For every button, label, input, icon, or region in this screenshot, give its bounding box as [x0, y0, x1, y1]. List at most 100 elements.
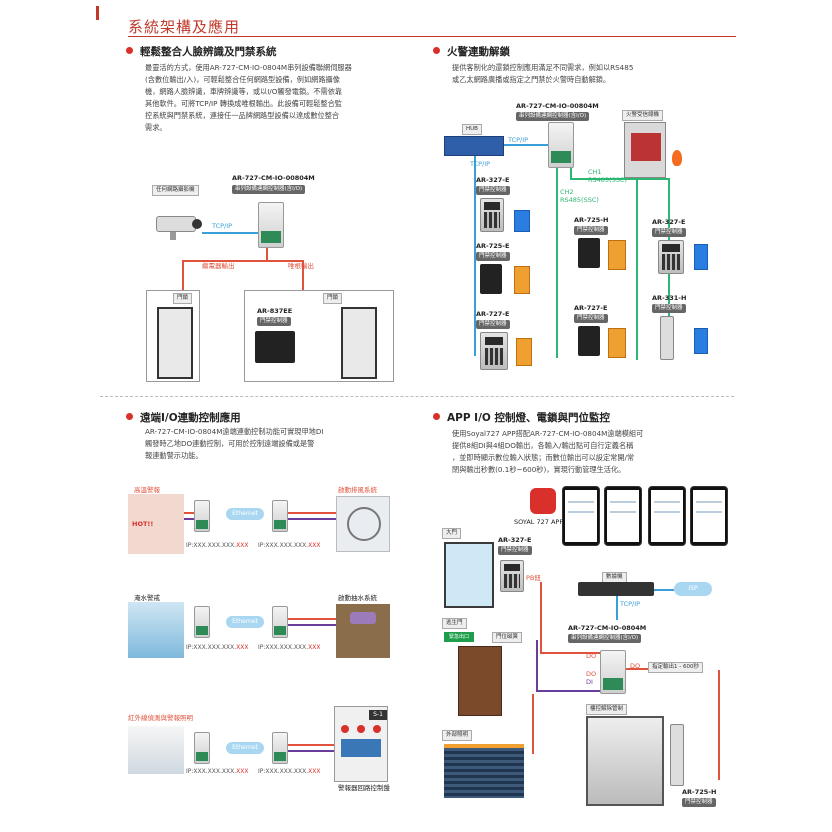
door-icon — [516, 338, 532, 366]
hot-badge: HOT!! — [132, 520, 154, 528]
card-reader-icon — [578, 326, 600, 356]
fire-alarm-panel-icon — [624, 122, 666, 178]
infrared-scene-icon — [128, 726, 184, 774]
lock-label: 門鎖 — [173, 293, 193, 304]
device-subtitle: 串列設備連網控制器(含I/O) — [568, 634, 642, 643]
app-label: SOYAL 727 APP — [514, 518, 564, 526]
wiegand-output-label: 唯根輸出 — [288, 262, 314, 270]
io-controller-device — [600, 650, 626, 694]
trigger-label: 高溫警報 — [134, 486, 160, 494]
do-label: DO — [586, 652, 597, 660]
ip-camera-icon — [156, 210, 204, 240]
para-line: 控系統與門禁系統，連接任一品牌網路型設備以達成數位整合 — [145, 111, 340, 120]
section-1-heading: 輕鬆整合人臉辨識及門禁系統 — [126, 44, 277, 59]
main-door-label: 大門 — [442, 528, 462, 539]
ethernet-cloud: Ethernet — [226, 508, 264, 520]
unit-subtitle: 門禁控制器 — [498, 546, 532, 555]
unit-subtitle: 門禁控制器 — [476, 252, 510, 261]
unit-subtitle: 門禁控制器 — [574, 314, 608, 323]
ethernet-cloud: Ethernet — [226, 616, 264, 628]
rs485-ch2-line — [556, 168, 558, 358]
para-line: 閉與輸出秒數(0.1秒~600秒)，實現行動管理生活化。 — [452, 465, 626, 474]
io-controller-device — [548, 122, 574, 168]
header-accent-bar — [96, 6, 99, 20]
door-frame-1: 門鎖 — [146, 290, 200, 382]
heat-scene-icon: HOT!! — [128, 494, 184, 554]
section-2-paragraph: 提供客制化的還鎖控制應用滿足不同需求，例如以RS485 或乙太網路廣播或指定之門… — [452, 62, 633, 86]
unit-subtitle: 門禁控制器 — [682, 798, 716, 807]
bullet-icon — [433, 47, 440, 54]
ac-fan-icon — [336, 496, 390, 552]
page-header: 系統架構及應用 — [96, 0, 736, 38]
outdoor-light-label: 外部照明 — [442, 730, 473, 741]
do-label: DO — [586, 670, 597, 678]
trigger-label: 紅外線偵測與警報照明 — [128, 714, 193, 722]
escape-door-label: 逃生門 — [442, 618, 467, 629]
io-module-icon — [194, 500, 210, 532]
fire-icon — [672, 150, 682, 166]
ch1-protocol: RS485(SSC) — [588, 176, 627, 184]
section-3-paragraph: AR-727-CM-IO-0804M遠端連動控制功能可實現甲地DI 觸發時乙地D… — [145, 426, 324, 462]
para-line: 或乙太網路廣播或指定之門禁於火警時自動解鎖。 — [452, 75, 611, 84]
tcpip-label: TCP/IP — [212, 222, 233, 230]
fire-panel-label: 火警受信總機 — [622, 110, 664, 121]
rs485-col2 — [636, 180, 638, 360]
elevator-wire — [718, 670, 720, 780]
action-label: 啟動抽水系統 — [338, 594, 377, 602]
header-rule — [128, 36, 736, 37]
camera-label: 任何網路攝影機 — [152, 185, 199, 196]
unit-subtitle: 門禁控制器 — [652, 304, 686, 313]
section-divider — [100, 396, 734, 397]
unit-name: AR-327-E — [476, 176, 510, 184]
ch2-protocol: RS485(SSC) — [560, 196, 599, 204]
phone-screenshot — [604, 486, 642, 546]
slim-keypad-icon — [660, 316, 674, 360]
isp-link — [654, 589, 674, 591]
panel-id: S-1 — [369, 710, 387, 720]
unit-subtitle: 門禁控制器 — [652, 228, 686, 237]
ip-label: IP:XXX.XXX.XXX.XXX — [186, 644, 249, 651]
section-4-heading: APP I/O 控制燈、電鎖與門位監控 — [433, 410, 610, 425]
bullet-icon — [126, 47, 133, 54]
ip-label: IP:XXX.XXX.XXX.XXX — [186, 768, 249, 775]
remote-io-row-heat: 高溫警報 啟動排風系統 HOT!! Ethernet IP:XXX.XXX.XX… — [128, 486, 390, 556]
wooden-door-icon — [458, 646, 502, 716]
relay-drop — [182, 260, 184, 290]
relay-output-label: 繼電器輸出 — [202, 262, 235, 270]
keypad-controller-icon — [480, 198, 504, 232]
bullet-icon — [126, 413, 133, 420]
do-wire — [626, 668, 648, 670]
para-line: 機，網路人臉辨識，車牌辨識等，或以I/O觸發電鎖。不需依靠 — [145, 87, 343, 96]
di-wire — [536, 640, 538, 690]
network-hub-icon — [444, 136, 504, 156]
exit-sign: 緊急出口 — [444, 632, 474, 642]
rs485-ch1-drop — [570, 168, 572, 178]
unit-name: AR-725-E — [476, 242, 510, 250]
lock-label: 門鎖 — [323, 293, 343, 304]
unit-subtitle: 門禁控制器 — [476, 186, 510, 195]
elevator-icon — [586, 716, 664, 806]
do-wire — [540, 652, 600, 654]
io-controller-device — [258, 202, 284, 248]
isp-cloud: ISP — [674, 582, 712, 596]
section-3-title: 遠端I/O連動控制應用 — [140, 412, 241, 424]
section-3-heading: 遠端I/O連動控制應用 — [126, 410, 241, 425]
door-icon — [608, 328, 626, 358]
unit-subtitle: 門禁控制器 — [476, 320, 510, 329]
section-4-paragraph: 使用Soyal727 APP搭配AR-727-CM-IO-0804M遠端模組可 … — [452, 428, 643, 476]
elevator-label: 樓控解除管制 — [586, 704, 628, 715]
card-reader-icon — [480, 264, 502, 294]
ip-label: IP:XXX.XXX.XXX.XXX — [258, 644, 321, 651]
unit-name: AR-727-E — [476, 310, 510, 318]
para-line: 需求。 — [145, 123, 167, 132]
glass-door-icon — [444, 542, 494, 608]
ip-label: IP:XXX.XXX.XXX.XXX — [186, 542, 249, 549]
slim-keypad-icon — [670, 724, 684, 786]
tcpip-line — [504, 144, 548, 146]
io-module-icon — [272, 606, 288, 638]
io-module-icon — [194, 606, 210, 638]
wifi-app-icon — [530, 488, 556, 514]
tcpip-label: TCP/IP — [470, 160, 491, 168]
io-module-icon — [272, 500, 288, 532]
para-line: 最靈活的方式，使用AR-727-CM-IO-0804M串列設備聯網伺服器 — [145, 63, 352, 72]
